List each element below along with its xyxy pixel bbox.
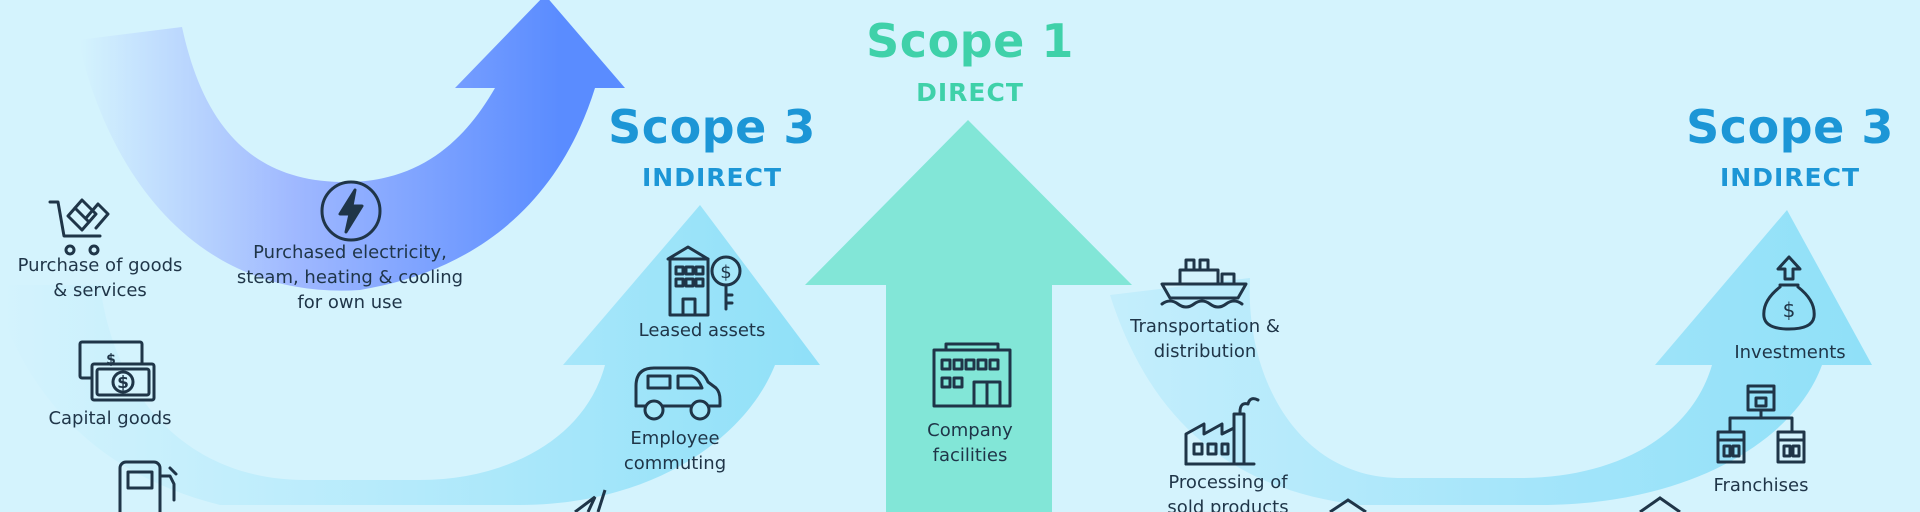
capital-goods-label: Capital goods: [48, 408, 172, 429]
scope3-right-arrow: [1110, 210, 1872, 505]
scope3-right-subtitle: INDIRECT: [1719, 163, 1860, 192]
svg-text:$: $: [1783, 298, 1796, 322]
investments-label: Investments: [1734, 342, 1846, 363]
svg-text:$: $: [106, 352, 116, 368]
scope3-right-title: Scope 3: [1686, 100, 1894, 154]
money-bag-icon: $: [1758, 255, 1820, 331]
company-facilities-label: Company facilities: [927, 420, 1013, 466]
factory-icon: [1182, 394, 1262, 466]
stores-icon: [1716, 382, 1806, 470]
scope3-left-arrow: [0, 205, 820, 505]
purchased-electricity-label: Purchased electricity, steam, heating & …: [236, 242, 464, 313]
transportation-label: Transportation & distribution: [1130, 316, 1280, 362]
leased-assets-label: Leased assets: [638, 320, 766, 341]
banknotes-icon: $ $: [78, 340, 158, 404]
franchises-label: Franchises: [1713, 475, 1809, 496]
building-key-icon: $: [662, 243, 746, 317]
fuel-pump-icon: [118, 460, 182, 512]
svg-text:$: $: [117, 373, 129, 393]
scope3-left-title: Scope 3: [608, 100, 816, 154]
purchase-goods-label: Purchase of goods & services: [17, 255, 183, 301]
scope3-left-subtitle: INDIRECT: [641, 163, 782, 192]
scope2-arrow: [78, 0, 625, 291]
scope1-title: Scope 1: [866, 14, 1074, 68]
lightning-icon: [320, 180, 382, 242]
processing-label: Processing of sold products: [1167, 472, 1289, 512]
ship-icon: [1158, 252, 1250, 310]
car-icon: [630, 362, 724, 426]
employee-commuting-label: Employee commuting: [623, 428, 727, 474]
scope1-arrow: [805, 120, 1132, 512]
shopping-cart-icon: [48, 192, 112, 258]
scope1-subtitle: DIRECT: [916, 78, 1024, 107]
svg-text:$: $: [720, 262, 731, 283]
factory-building-icon: [930, 342, 1014, 408]
